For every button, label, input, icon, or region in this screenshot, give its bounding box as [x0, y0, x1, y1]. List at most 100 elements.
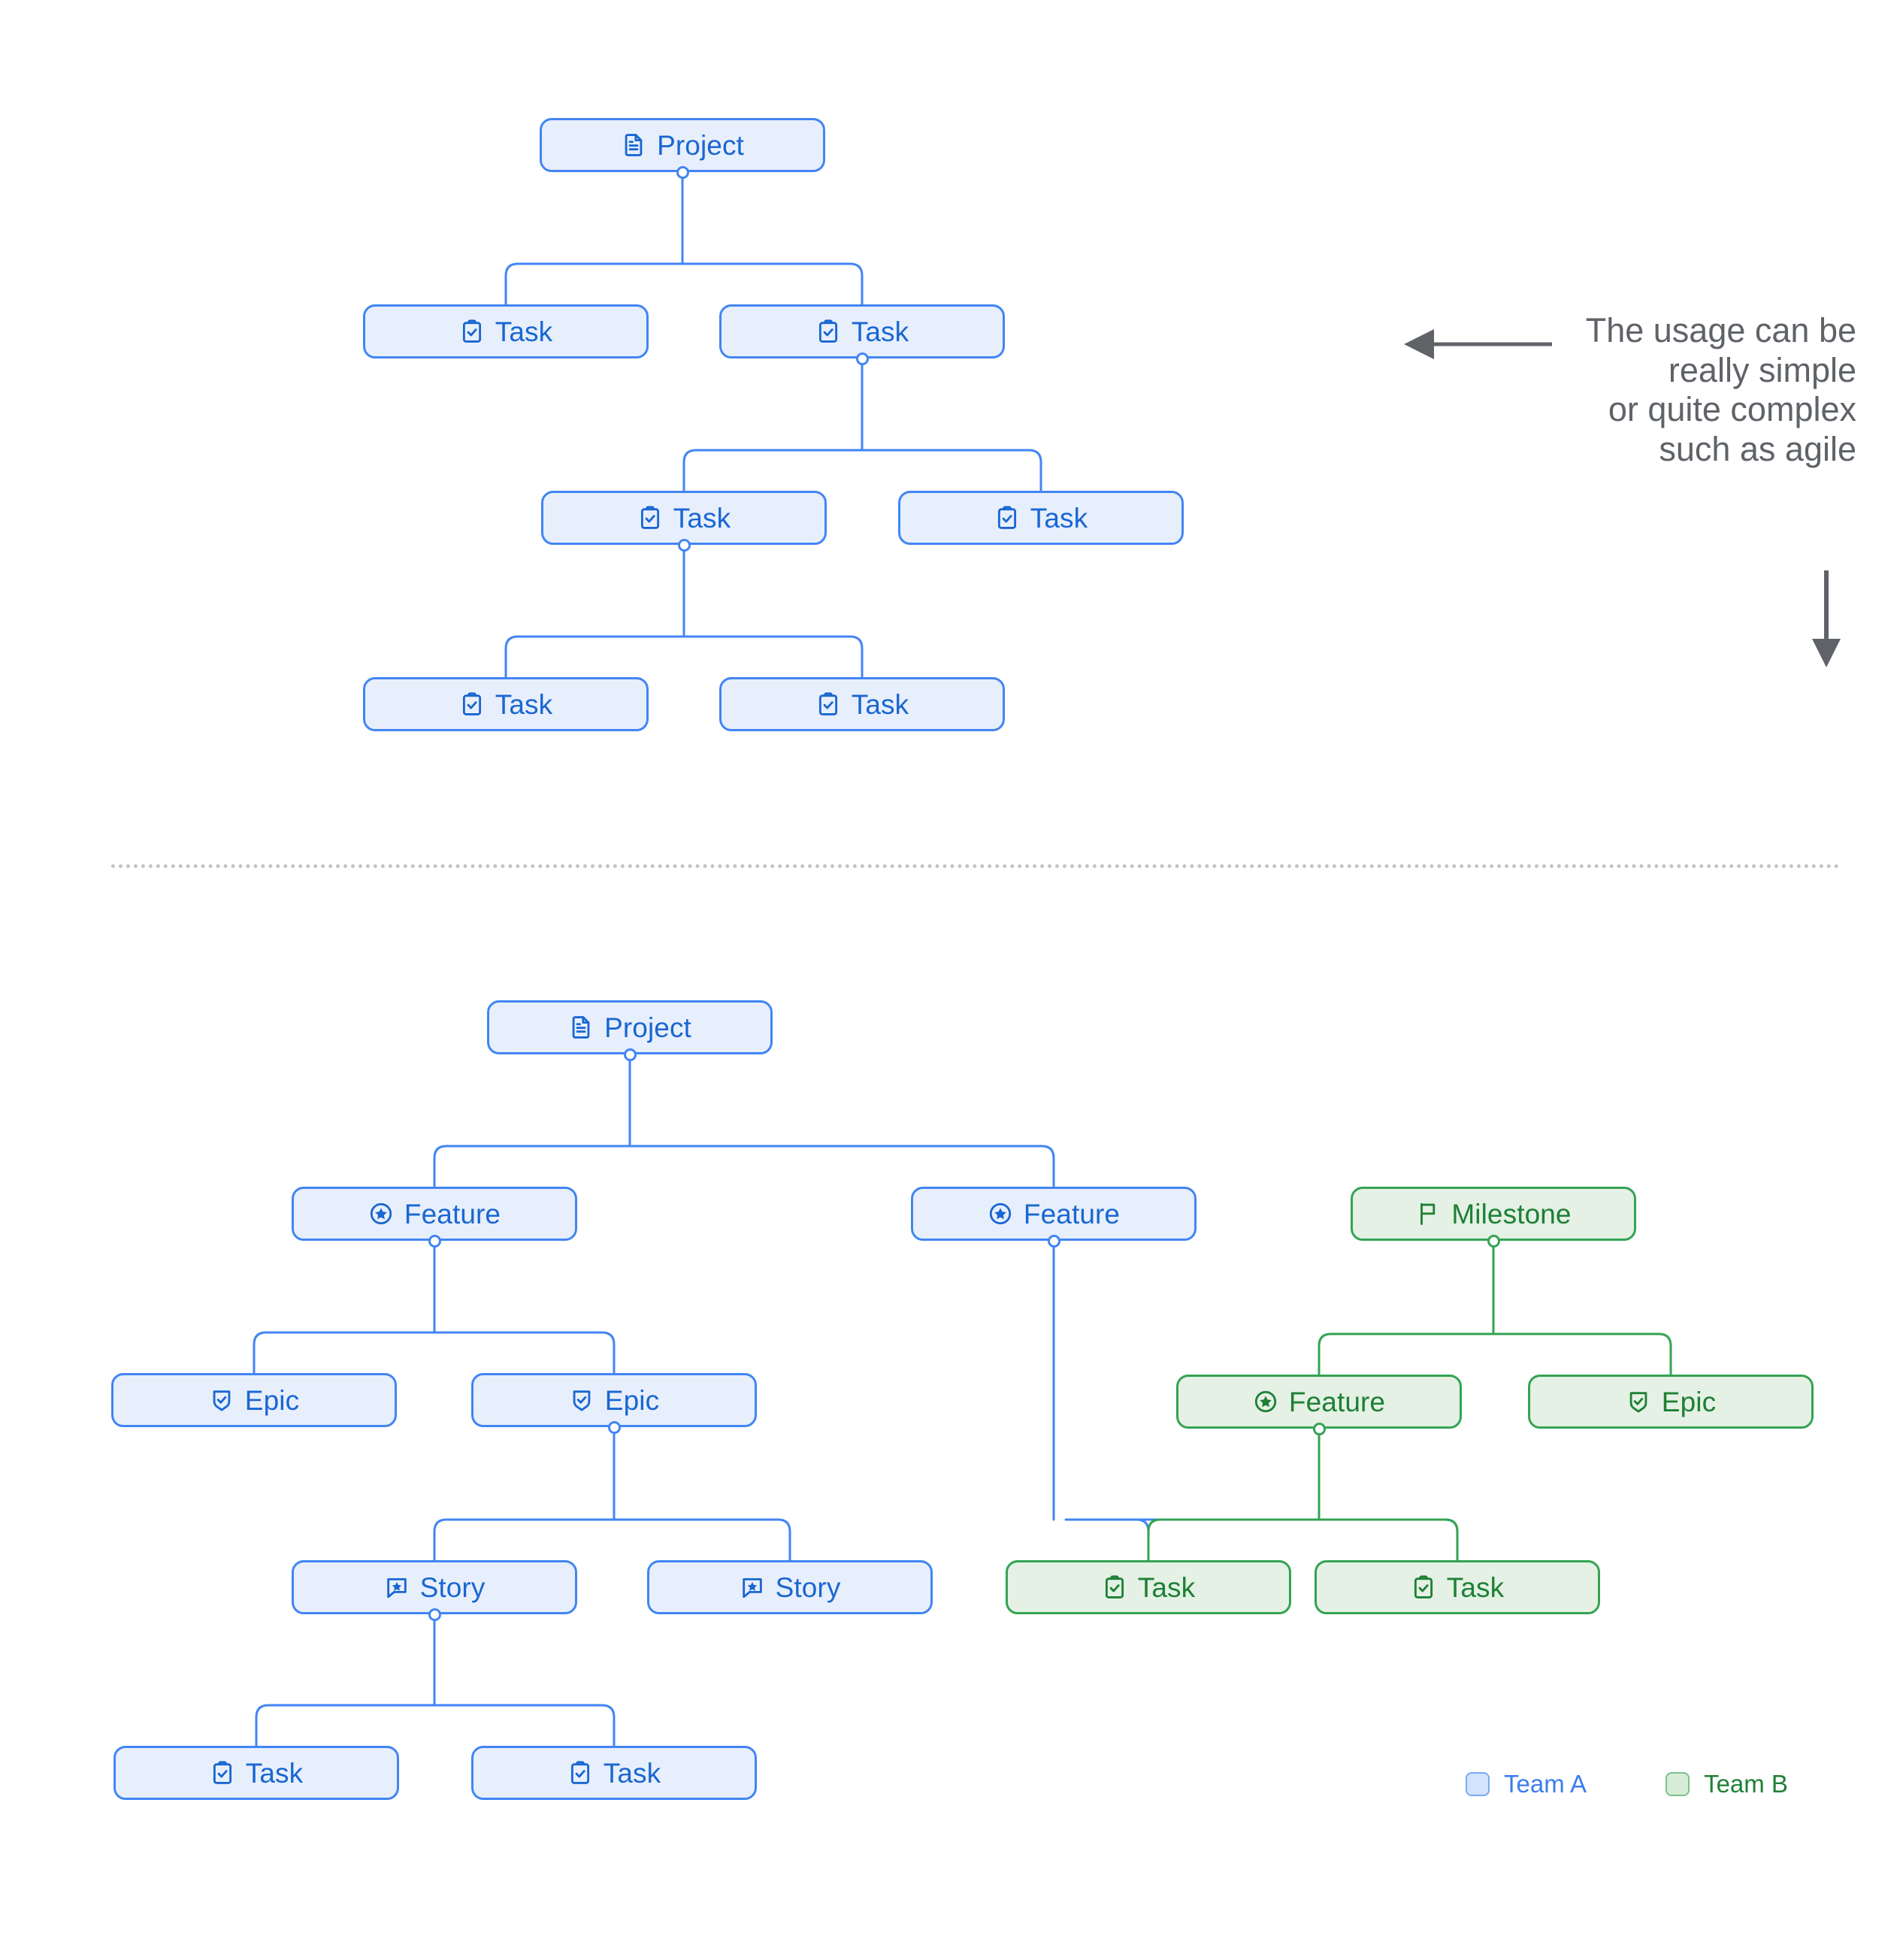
connector-line — [253, 1331, 268, 1375]
section-divider — [111, 864, 1840, 868]
node-task[interactable]: Task — [471, 1746, 757, 1800]
node-label: Task — [851, 688, 909, 720]
node-feature[interactable]: Feature — [1176, 1375, 1462, 1429]
connector-line — [682, 449, 697, 492]
connector-line — [849, 262, 864, 306]
annotation-line-2: really simple — [1668, 350, 1856, 389]
node-label: Feature — [404, 1198, 501, 1230]
node-label: Task — [603, 1757, 661, 1789]
node-feature[interactable]: Feature — [911, 1187, 1197, 1241]
legend-item-team-b: Team B — [1666, 1770, 1788, 1798]
task-icon — [815, 691, 841, 717]
node-label: Feature — [1288, 1386, 1386, 1417]
document-icon — [568, 1015, 594, 1040]
milestone-icon — [1415, 1201, 1441, 1227]
legend-label-team-a: Team A — [1504, 1770, 1587, 1798]
node-label: Project — [604, 1012, 691, 1043]
connector-line — [1444, 1518, 1459, 1562]
connector-line — [504, 262, 519, 306]
node-label: Story — [419, 1571, 486, 1603]
task-icon — [1411, 1574, 1436, 1600]
feature-icon — [988, 1201, 1013, 1227]
arrow-down-icon — [1812, 570, 1841, 667]
node-label: Project — [657, 129, 744, 161]
connector-port — [1487, 1234, 1500, 1248]
arrow-left-icon — [1404, 329, 1552, 359]
task-icon — [815, 319, 841, 344]
legend-swatch-green — [1666, 1772, 1690, 1796]
connector-line — [1027, 449, 1042, 492]
annotation-line-4: such as agile — [1659, 429, 1856, 468]
connector-line — [1135, 1518, 1150, 1562]
epic-icon — [569, 1387, 594, 1413]
node-task[interactable]: Task — [363, 304, 649, 358]
node-project[interactable]: Project — [487, 1000, 773, 1054]
node-label: Epic — [1661, 1386, 1717, 1417]
node-task[interactable]: Task — [541, 491, 827, 545]
node-task[interactable]: Task — [1315, 1560, 1600, 1614]
node-epic[interactable]: Epic — [471, 1373, 757, 1427]
connector-line — [601, 1331, 616, 1375]
node-label: Task — [851, 316, 909, 347]
node-label: Story — [775, 1571, 841, 1603]
connector-line — [433, 1518, 448, 1562]
node-label: Task — [1446, 1571, 1505, 1603]
node-task[interactable]: Task — [363, 677, 649, 731]
connector-line — [255, 1704, 270, 1747]
task-icon — [1102, 1574, 1127, 1600]
story-icon — [740, 1574, 765, 1600]
node-feature[interactable]: Feature — [292, 1187, 577, 1241]
document-icon — [621, 132, 646, 158]
connector-port — [1047, 1234, 1060, 1248]
connector-line — [1444, 1518, 1459, 1562]
legend-item-team-a: Team A — [1466, 1770, 1587, 1798]
connector-line — [849, 635, 864, 679]
annotation-line-1: The usage can be — [1585, 311, 1856, 349]
connector-line — [1040, 1145, 1055, 1188]
connector-line — [601, 1704, 616, 1747]
legend-swatch-blue — [1466, 1772, 1490, 1796]
node-label: Task — [495, 688, 553, 720]
connector-port — [677, 538, 691, 552]
node-epic[interactable]: Epic — [111, 1373, 397, 1427]
task-icon — [637, 505, 663, 531]
connector-line — [433, 1145, 448, 1188]
connector-line — [776, 1518, 791, 1562]
feature-icon — [368, 1201, 394, 1227]
connector-line — [1318, 1332, 1333, 1376]
node-label: Epic — [604, 1384, 660, 1416]
task-icon — [459, 691, 485, 717]
node-task[interactable]: Task — [113, 1746, 399, 1800]
connector-line — [1147, 1518, 1162, 1562]
team-legend: Team A Team B — [1466, 1770, 1788, 1798]
connector-line — [504, 635, 519, 679]
epic-icon — [209, 1387, 234, 1413]
node-label: Milestone — [1451, 1198, 1572, 1230]
connector-port — [428, 1234, 441, 1248]
node-label: Task — [1030, 502, 1088, 534]
node-project[interactable]: Project — [540, 118, 825, 172]
connector-port — [676, 165, 689, 179]
connector-port — [607, 1420, 621, 1434]
connector-port — [855, 352, 869, 365]
connector-port — [428, 1608, 441, 1621]
node-task[interactable]: Task — [898, 491, 1184, 545]
node-story[interactable]: Story — [292, 1560, 577, 1614]
connector-port — [1312, 1422, 1326, 1435]
task-icon — [210, 1760, 235, 1786]
node-task[interactable]: Task — [719, 677, 1005, 731]
node-label: Epic — [244, 1384, 300, 1416]
task-icon — [459, 319, 485, 344]
connector-line — [1657, 1332, 1672, 1376]
node-task[interactable]: Task — [719, 304, 1005, 358]
node-task[interactable]: Task — [1006, 1560, 1291, 1614]
node-label: Task — [1137, 1571, 1196, 1603]
task-icon — [567, 1760, 593, 1786]
story-icon — [384, 1574, 410, 1600]
node-label: Task — [495, 316, 553, 347]
connector-port — [623, 1048, 637, 1061]
node-epic[interactable]: Epic — [1528, 1375, 1814, 1429]
node-milestone[interactable]: Milestone — [1351, 1187, 1636, 1241]
node-story[interactable]: Story — [647, 1560, 933, 1614]
